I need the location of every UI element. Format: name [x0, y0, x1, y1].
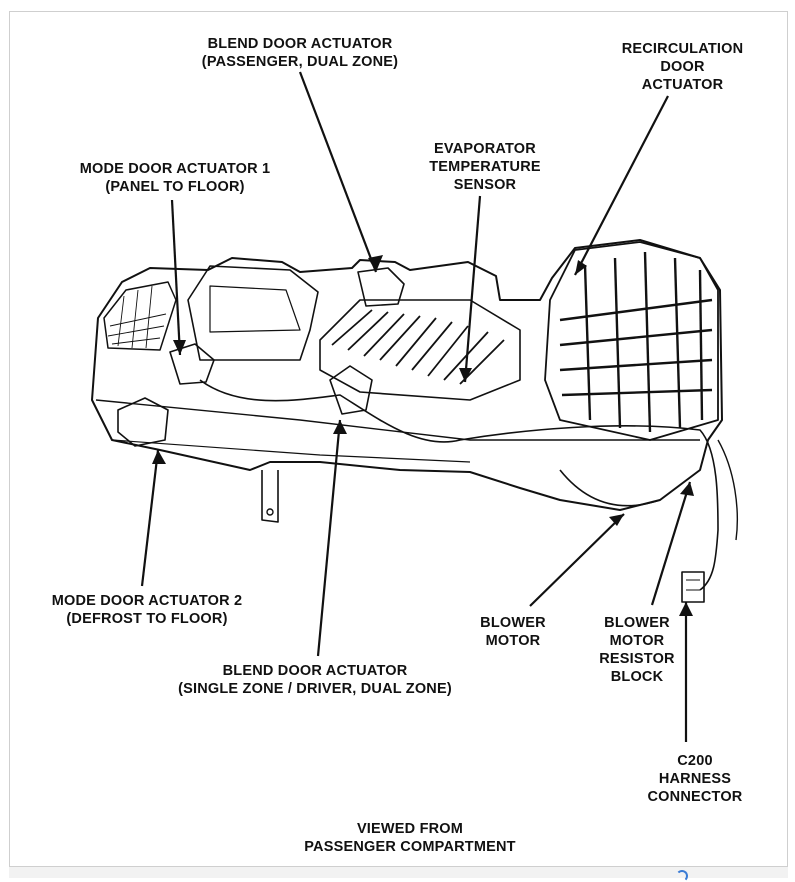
recirc-housing [544, 241, 719, 441]
mode-actuator-1 [169, 343, 215, 385]
label-viewed-from: VIEWED FROM PASSENGER COMPARTMENT [304, 821, 516, 855]
label-recirculation-door-actuator: RECIRCULATION DOOR ACTUATOR [621, 41, 744, 93]
loading-icon [676, 870, 688, 882]
footer-strip [9, 867, 788, 878]
leader-mode-2 [140, 449, 160, 587]
label-c200-harness-connector: C200 HARNESS CONNECTOR [647, 753, 743, 805]
blower-bulge [559, 469, 661, 507]
leader-blend-passenger [298, 71, 378, 273]
diagram-frame [9, 11, 788, 867]
upper-duct [187, 265, 319, 361]
leader-blower-motor [529, 513, 625, 607]
label-mode-door-actuator-1: MODE DOOR ACTUATOR 1 (PANEL TO FLOOR) [79, 161, 271, 195]
leader-blend-driver [316, 419, 342, 657]
blend-actuator-driver [329, 365, 373, 415]
inlet-grid [103, 281, 177, 351]
label-mode-door-actuator-2: MODE DOOR ACTUATOR 2 (DEFROST TO FLOOR) [51, 593, 243, 627]
leader-resistor [650, 481, 692, 606]
label-evaporator-temperature-sensor: EVAPORATOR TEMPERATURE SENSOR [429, 141, 541, 193]
wiring-harness [199, 379, 719, 591]
blend-actuator-passenger [357, 267, 405, 307]
evaporator-core [319, 299, 521, 401]
lower-body [95, 399, 700, 441]
leader-recirc [574, 95, 669, 276]
mode-actuator-2 [117, 397, 169, 447]
label-blend-door-passenger: BLEND DOOR ACTUATOR (PASSENGER, DUAL ZON… [201, 36, 399, 70]
label-blower-motor-resistor-block: BLOWER MOTOR RESISTOR BLOCK [599, 615, 675, 685]
housing-outline [91, 239, 723, 511]
mount-bracket [261, 470, 279, 523]
leader-evaporator [463, 195, 482, 383]
label-blend-door-driver: BLEND DOOR ACTUATOR (SINGLE ZONE / DRIVE… [178, 663, 452, 697]
leader-mode-1 [170, 199, 182, 356]
label-blower-motor: BLOWER MOTOR [480, 615, 546, 649]
c200-connector-part [681, 571, 705, 603]
